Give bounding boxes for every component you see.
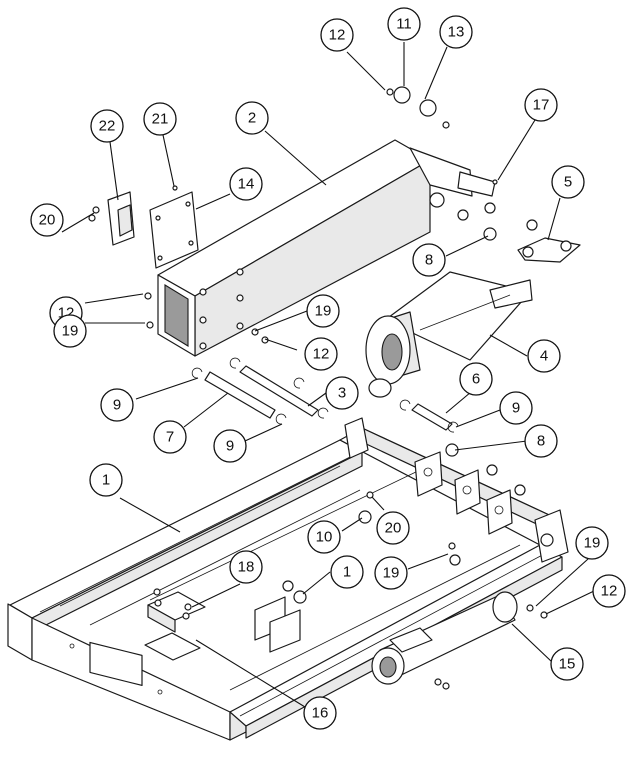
callout-9-left: 9 (100, 388, 134, 422)
svg-text:5: 5 (564, 174, 572, 191)
callout-22: 22 (90, 109, 124, 143)
svg-text:9: 9 (226, 438, 234, 455)
svg-text:9: 9 (512, 400, 520, 417)
svg-text:20: 20 (39, 212, 56, 229)
hardware (144, 86, 548, 690)
callout-7: 7 (153, 420, 187, 454)
drive-cylinder (371, 591, 518, 685)
callout-6: 6 (459, 362, 493, 396)
svg-text:20: 20 (385, 520, 402, 537)
callout-2: 2 (235, 101, 269, 135)
svg-text:9: 9 (113, 397, 121, 414)
callout-16: 16 (303, 696, 337, 730)
callout-14: 14 (229, 167, 263, 201)
base-frame (7, 417, 569, 741)
callout-19-low: 19 (374, 556, 408, 590)
callout-17: 17 (524, 88, 558, 122)
svg-text:12: 12 (329, 27, 346, 44)
linear-actuator (365, 237, 581, 398)
svg-text:1: 1 (343, 564, 351, 581)
callout-21: 21 (143, 102, 177, 136)
svg-text:11: 11 (396, 16, 412, 33)
svg-text:19: 19 (584, 535, 601, 552)
svg-text:12: 12 (601, 583, 618, 600)
svg-text:7: 7 (166, 429, 174, 446)
callout-10: 10 (307, 520, 341, 554)
callout-19-left: 19 (53, 314, 87, 348)
callout-13: 13 (439, 15, 473, 49)
svg-text:18: 18 (238, 559, 255, 576)
svg-text:8: 8 (537, 433, 545, 450)
svg-text:13: 13 (448, 24, 465, 41)
svg-text:19: 19 (315, 303, 332, 320)
callout-3: 3 (325, 376, 359, 410)
svg-text:4: 4 (540, 348, 548, 365)
pins-and-shafts (191, 357, 459, 433)
callout-12-top: 12 (320, 18, 354, 52)
callout-20-top: 20 (30, 203, 64, 237)
callout-9-right: 9 (499, 391, 533, 425)
leader-lines (61, 42, 595, 708)
callout-19-mid: 19 (306, 294, 340, 328)
callout-19-right: 19 (575, 526, 609, 560)
svg-text:16: 16 (312, 705, 329, 722)
mounting-bracket (88, 191, 135, 246)
svg-text:6: 6 (472, 371, 480, 388)
callout-15: 15 (550, 647, 584, 681)
svg-text:1: 1 (102, 472, 110, 489)
svg-text:15: 15 (559, 656, 576, 673)
svg-text:21: 21 (152, 111, 169, 128)
svg-text:19: 19 (62, 323, 79, 340)
svg-text:14: 14 (238, 176, 255, 193)
callout-12-mid: 12 (304, 337, 338, 371)
callout-20-mid: 20 (376, 511, 410, 545)
callout-9-mid: 9 (213, 429, 247, 463)
svg-text:22: 22 (99, 118, 116, 135)
callout-5: 5 (551, 165, 585, 199)
svg-text:8: 8 (425, 252, 433, 269)
cover-plate (149, 191, 199, 269)
callout-4: 4 (527, 339, 561, 373)
callout-12-right: 12 (592, 574, 626, 608)
svg-text:17: 17 (533, 97, 550, 114)
svg-text:2: 2 (248, 110, 256, 127)
upper-housing (157, 139, 496, 357)
callout-1-center: 1 (330, 555, 364, 589)
callout-1-left: 1 (89, 463, 123, 497)
callout-8-mid: 8 (524, 424, 558, 458)
svg-text:19: 19 (383, 565, 400, 582)
callout-11: 11 (387, 7, 421, 41)
callout-8-top: 8 (412, 243, 446, 277)
callout-18: 18 (229, 550, 263, 584)
svg-text:12: 12 (313, 346, 330, 363)
svg-text:10: 10 (316, 529, 333, 546)
svg-text:3: 3 (338, 385, 346, 402)
